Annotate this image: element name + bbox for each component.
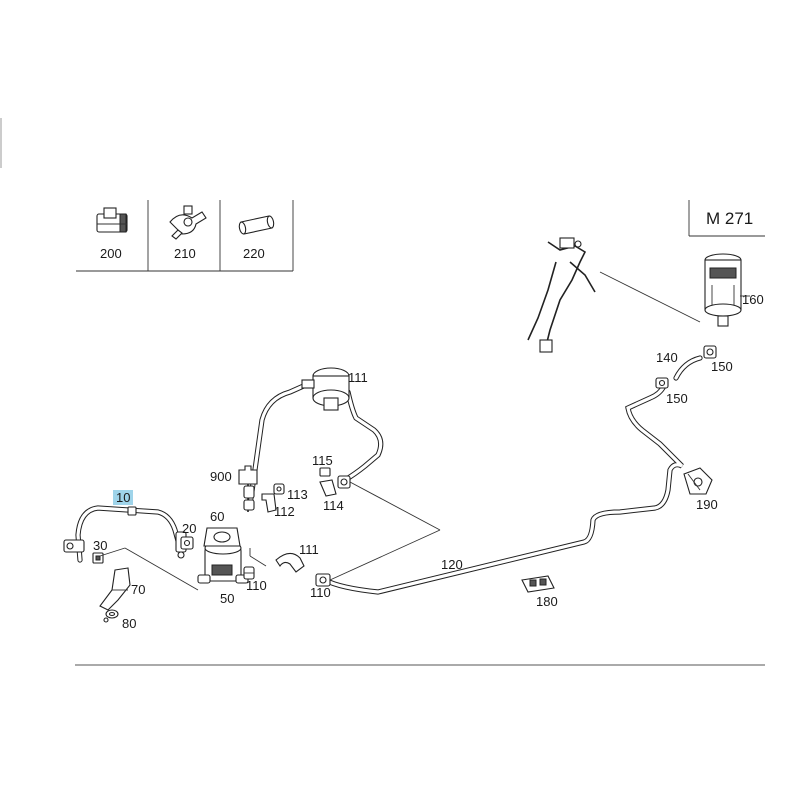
legend-label-200[interactable]: 200 [100,246,122,261]
callout-190[interactable]: 190 [696,497,718,512]
clip-30[interactable] [92,552,104,564]
clip-bracket-icon[interactable] [96,207,128,233]
callout-115[interactable]: 115 [312,453,333,468]
sleeve-icon[interactable] [238,215,275,235]
callout-150-lower[interactable]: 150 [666,391,688,406]
callout-80[interactable]: 80 [122,616,136,631]
clip-20[interactable] [180,536,194,550]
clip-110-upper[interactable] [315,573,331,587]
hose-connector-icon[interactable] [169,205,207,240]
engine-harness-sketch [527,237,596,353]
leader-lines [99,271,750,591]
clip-113[interactable] [273,483,285,495]
washer-80[interactable] [103,609,119,623]
bracket-190[interactable] [683,467,713,495]
clip-115[interactable] [319,467,331,477]
connector-900[interactable] [238,465,258,512]
fuel-vapor-line-120[interactable] [322,383,684,595]
purge-valve-50[interactable] [197,541,249,584]
clip-180[interactable] [521,575,555,593]
clip-110-lower[interactable] [243,566,255,580]
callout-140[interactable]: 140 [656,350,678,365]
legend-label-210[interactable]: 210 [174,246,196,261]
bracket-70[interactable] [99,567,131,611]
clip-150-lower[interactable] [655,377,669,389]
damper-111[interactable] [301,367,350,411]
callout-150-upper[interactable]: 150 [711,359,733,374]
callout-10-highlight [113,490,133,505]
callout-50[interactable]: 50 [220,591,234,606]
callout-112[interactable]: 112 [274,504,295,519]
callout-60[interactable]: 60 [210,509,224,524]
elbow-112[interactable] [261,493,277,513]
callout-160[interactable]: 160 [742,292,764,307]
clip-150-upper[interactable] [703,345,717,359]
legend-table: 200 210 220 [76,200,294,272]
callout-labels: 10 20 30 50 60 70 80 900 111 111 113 112… [93,292,764,631]
hose-111-lower[interactable] [275,552,305,573]
model-box: M 271 [688,200,765,237]
callout-120[interactable]: 120 [441,557,463,572]
elbow-114[interactable] [319,475,351,497]
vent-hose-10[interactable] [63,505,187,563]
legend-label-220[interactable]: 220 [243,246,265,261]
callout-114[interactable]: 114 [323,498,344,513]
hose-111-upper[interactable] [247,381,384,508]
callout-110-upper[interactable]: 110 [310,585,331,600]
engine-model-label: M 271 [706,209,753,228]
callout-111-lower[interactable]: 111 [299,542,319,557]
callout-113[interactable]: 113 [287,487,308,502]
canister-160[interactable] [704,253,742,327]
callout-111-upper[interactable]: 111 [348,370,368,385]
vent-hose-140[interactable] [673,355,703,381]
rubber-mount-60[interactable] [203,527,241,547]
callout-110-lower[interactable]: 110 [246,578,267,593]
callout-30[interactable]: 30 [93,538,107,553]
callout-180[interactable]: 180 [536,594,558,609]
callout-10[interactable]: 10 [116,490,130,505]
callout-900[interactable]: 900 [210,469,232,484]
callout-20[interactable]: 20 [182,521,196,536]
callout-70[interactable]: 70 [131,582,145,597]
